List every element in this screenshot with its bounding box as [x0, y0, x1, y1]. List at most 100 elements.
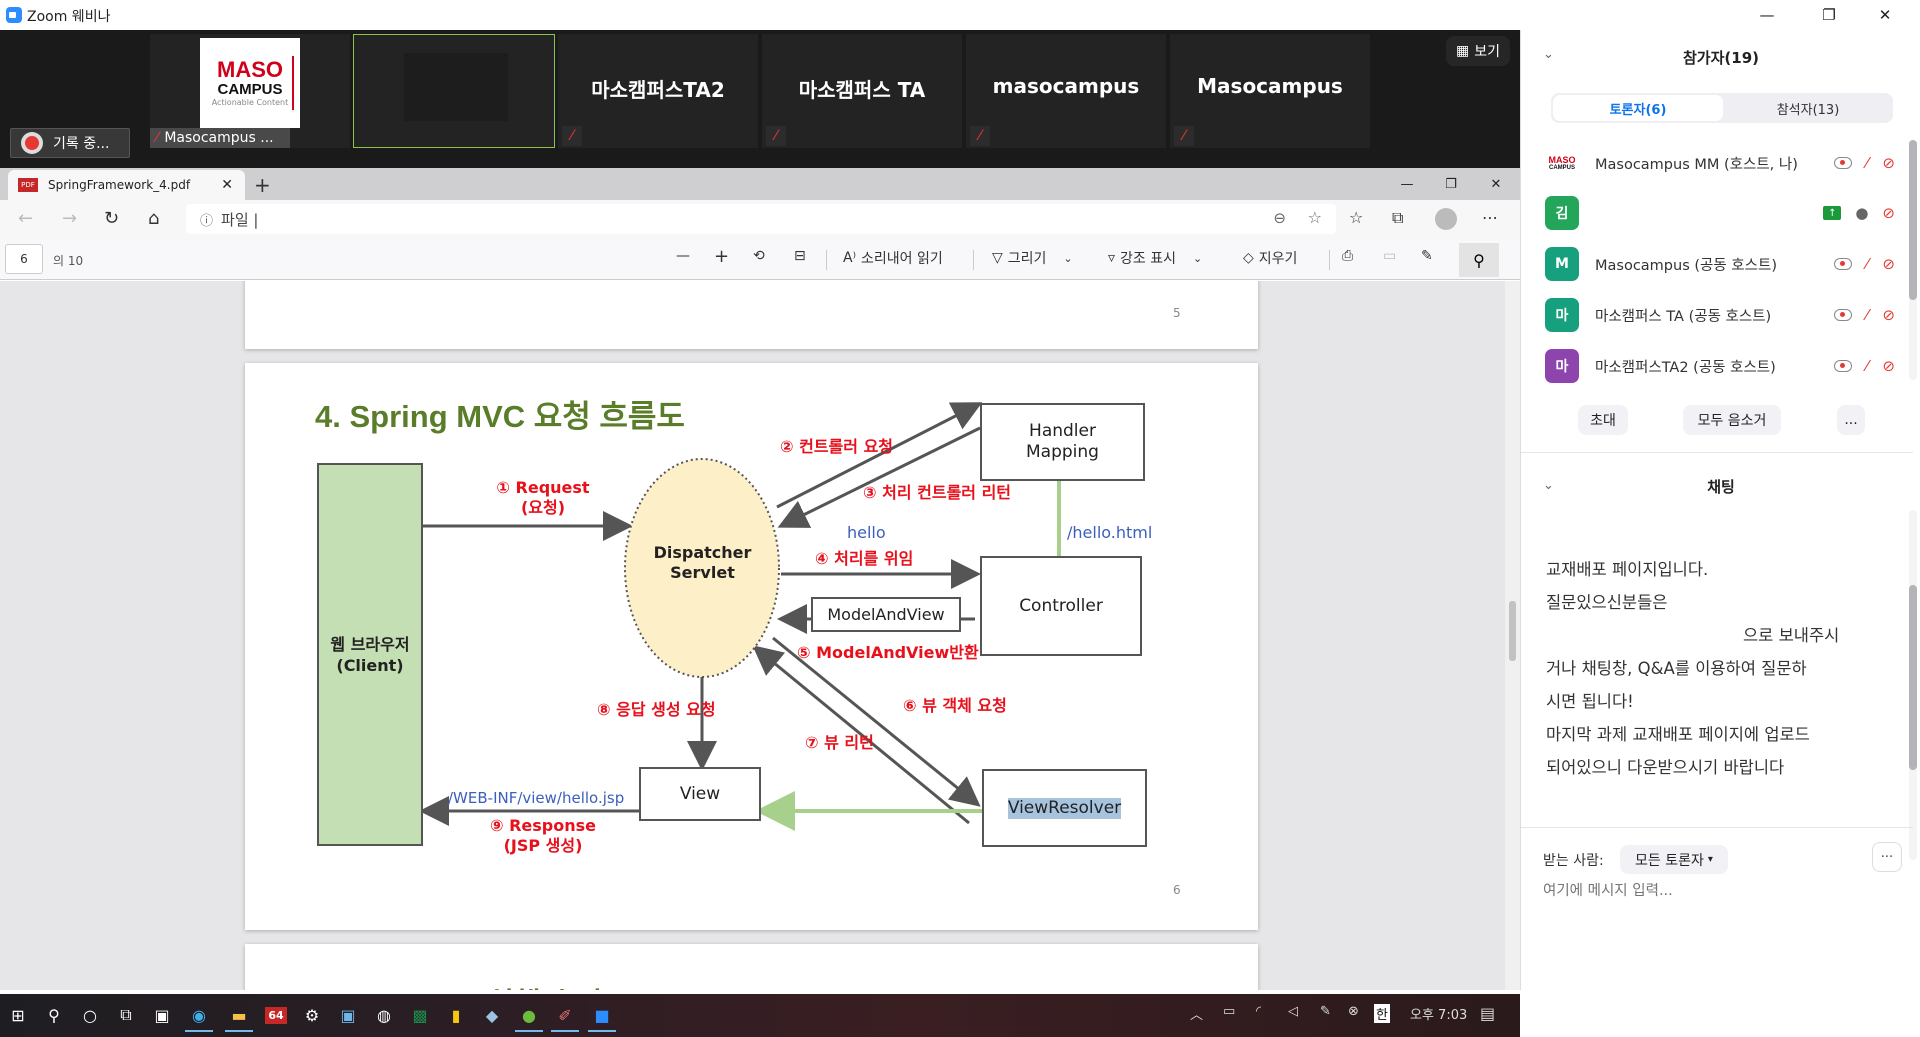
video-tile-masocampus[interactable]: Masocampus ⁄ [1170, 34, 1370, 148]
video-tile-masocampus-mm[interactable]: MASO CAMPUS Actionable Content ⁄Masocamp… [150, 34, 350, 148]
window-maximize-button[interactable]: ❐ [1822, 6, 1836, 24]
store-icon[interactable]: ▣ [154, 1005, 170, 1025]
scrollbar-thumb[interactable] [1909, 585, 1917, 770]
disconnect-icon[interactable]: ⊗ [1348, 1004, 1359, 1019]
page-number-input[interactable]: 6 [5, 244, 43, 274]
search-icon[interactable]: ⚲ [48, 1005, 60, 1025]
participant-row[interactable]: 김 ↑●⊘ [1545, 195, 1895, 231]
action-center-icon[interactable]: ▤ [1480, 1004, 1496, 1023]
chat-message-input[interactable] [1543, 883, 1893, 899]
pdf-viewer[interactable]: 5 4. Spring MVC 요청 흐름도 웹 브라우저 (Client) D… [0, 281, 1520, 990]
wifi-icon[interactable]: ◜ [1256, 1004, 1262, 1019]
favorites-list-icon[interactable]: ☆ [1349, 208, 1364, 227]
new-tab-button[interactable]: + [254, 173, 271, 197]
highlight-button[interactable]: ▿강조 표시⌄ [1108, 248, 1202, 268]
collapse-chat-icon[interactable]: ⌄ [1543, 478, 1554, 493]
fit-page-icon[interactable]: ⊟ [794, 248, 806, 264]
remote-desktop-icon[interactable]: ▣ [340, 1005, 356, 1025]
cortana-icon[interactable]: ○ [83, 1005, 97, 1025]
zoom-in-button[interactable]: + [714, 246, 730, 267]
task-view-icon[interactable]: ⧉ [120, 1005, 132, 1024]
chat-scrollbar[interactable] [1909, 510, 1917, 860]
browser-minimize-button[interactable]: — [1400, 176, 1414, 192]
spring-tool-icon[interactable]: ● [511, 998, 547, 1032]
tab-close-button[interactable]: ✕ [221, 177, 233, 193]
address-bar[interactable]: ⓘ 파일 | ⊖ ☆ [186, 204, 1336, 234]
video-off-icon[interactable]: ⊘ [1882, 255, 1895, 273]
video-tile-ta2[interactable]: 마소캠퍼스TA2 ⁄ [558, 34, 758, 148]
mic-muted-icon[interactable]: ⁄ [1865, 154, 1869, 172]
browser-maximize-button[interactable]: ❐ [1445, 176, 1457, 192]
windows-start-icon[interactable]: ⊞ [11, 1005, 25, 1025]
pen-app-icon[interactable]: ◍ [377, 1005, 391, 1025]
participant-row[interactable]: 마 마소캠퍼스TA2 (공동 호스트) ⁄⊘ [1545, 348, 1895, 384]
favorite-star-icon[interactable]: ☆ [1307, 208, 1322, 227]
zoom-out-button[interactable]: — [676, 248, 690, 264]
video-tile-ta[interactable]: 마소캠퍼스 TA ⁄ [762, 34, 962, 148]
edge-icon[interactable]: ◉ [181, 998, 217, 1032]
pen-tray-icon[interactable]: ✎ [1320, 1004, 1331, 1019]
participants-scrollbar[interactable] [1909, 140, 1917, 380]
file-explorer-icon[interactable]: ▬ [221, 998, 257, 1032]
read-aloud-button[interactable]: A⁾소리내어 읽기 [843, 248, 943, 268]
recording-indicator[interactable]: 기록 중... [10, 128, 130, 158]
window-minimize-button[interactable]: — [1759, 6, 1775, 24]
erase-button[interactable]: ◇지우기 [1243, 248, 1297, 268]
settings-icon[interactable]: ⚙ [304, 1005, 320, 1025]
collections-icon[interactable]: ⧉ [1392, 208, 1404, 227]
volume-icon[interactable]: ◁ [1288, 1004, 1298, 1019]
video-off-icon[interactable]: ⊘ [1882, 154, 1895, 172]
rotate-icon[interactable]: ⟲ [753, 248, 765, 264]
participant-row[interactable]: 마 마소캠퍼스 TA (공동 호스트) ⁄⊘ [1545, 297, 1895, 333]
hxd-64-icon[interactable]: 64 [258, 998, 294, 1032]
window-close-button[interactable]: ✕ [1878, 6, 1892, 24]
mic-muted-icon[interactable]: ⁄ [1865, 357, 1869, 375]
battery-icon[interactable]: ▭ [1223, 1004, 1236, 1019]
notepad-icon[interactable]: ◆ [485, 1005, 499, 1025]
draw-button[interactable]: ▽그리기⌄ [992, 248, 1073, 268]
browser-tab[interactable]: PDF SpringFramework_4.pdf ✕ [8, 170, 245, 200]
taskbar-clock[interactable]: 오후 7:03 [1410, 1008, 1468, 1023]
video-tile-active-speaker[interactable] [353, 34, 555, 148]
participants-more-button[interactable]: ... [1837, 405, 1865, 435]
pin-toolbar-icon[interactable]: ⚲ [1459, 243, 1499, 277]
mic-icon[interactable]: ● [1855, 204, 1869, 222]
chat-more-button[interactable]: ··· [1872, 842, 1902, 872]
scrollbar-thumb[interactable] [1909, 140, 1917, 300]
invite-button[interactable]: 초대 [1578, 405, 1628, 435]
tab-panelists[interactable]: 토론자(6) [1553, 95, 1723, 121]
view-layout-button[interactable]: ▦보기 [1446, 36, 1510, 66]
chevron-down-icon[interactable]: ⌄ [1193, 251, 1203, 265]
video-off-icon[interactable]: ⊘ [1882, 204, 1895, 222]
tray-overflow-icon[interactable]: ︿ [1190, 1008, 1204, 1023]
tab-attendees[interactable]: 참석자(13) [1776, 102, 1840, 118]
mic-muted-icon[interactable]: ⁄ [1865, 255, 1869, 273]
power-bi-icon[interactable]: ▮ [451, 1005, 461, 1025]
browser-close-button[interactable]: ✕ [1490, 176, 1502, 192]
video-tile-masocampus-lower[interactable]: masocampus ⁄ [966, 34, 1166, 148]
profile-avatar[interactable] [1435, 208, 1457, 230]
zoom-taskbar-icon[interactable]: ■ [584, 998, 620, 1032]
scrollbar-thumb[interactable] [1509, 601, 1516, 661]
participant-row[interactable]: M Masocampus (공동 호스트) ⁄⊘ [1545, 246, 1895, 282]
more-menu-icon[interactable]: ⋯ [1482, 208, 1498, 227]
print-icon[interactable]: ⎙ [1342, 248, 1354, 264]
mute-all-button[interactable]: 모두 음소거 [1683, 405, 1781, 435]
collapse-participants-icon[interactable]: ⌄ [1543, 47, 1554, 62]
forward-icon[interactable]: → [62, 208, 78, 229]
save-icon[interactable]: ▭ [1383, 248, 1397, 264]
ime-indicator[interactable]: 한 [1374, 1004, 1390, 1023]
home-icon[interactable]: ⌂ [148, 208, 160, 229]
zoom-out-search-icon[interactable]: ⊖ [1273, 209, 1286, 227]
chevron-down-icon[interactable]: ⌄ [1063, 251, 1073, 265]
paint-app-icon[interactable]: ✐ [547, 998, 583, 1032]
chat-recipient-dropdown[interactable]: 모든 토론자▾ [1620, 845, 1728, 874]
save-as-icon[interactable]: ✎ [1421, 248, 1433, 264]
video-off-icon[interactable]: ⊘ [1882, 306, 1895, 324]
excel-icon[interactable]: ▩ [412, 1005, 428, 1025]
video-off-icon[interactable]: ⊘ [1882, 357, 1895, 375]
back-icon[interactable]: ← [18, 208, 34, 229]
pdf-scrollbar[interactable] [1505, 281, 1520, 990]
mic-muted-icon[interactable]: ⁄ [1865, 306, 1869, 324]
